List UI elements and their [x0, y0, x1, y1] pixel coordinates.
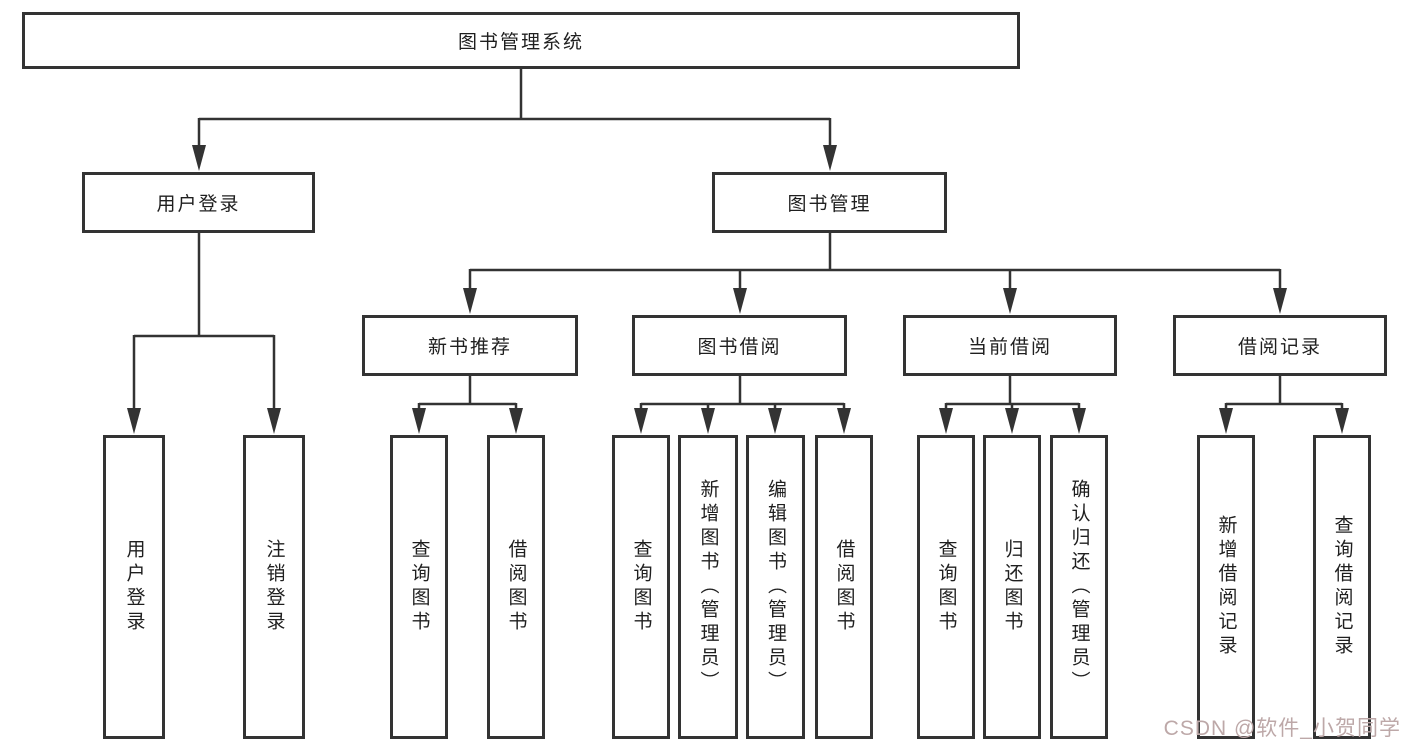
leaf-add-books-admin: 新增图书（管理员） — [678, 435, 738, 739]
node-borrowing-records: 借阅记录 — [1173, 315, 1387, 376]
leaf-logout: 注销登录 — [243, 435, 305, 739]
leaf-query-books-3: 查询图书 — [917, 435, 975, 739]
node-new-book-recommendation: 新书推荐 — [362, 315, 578, 376]
node-root-system: 图书管理系统 — [22, 12, 1020, 69]
leaf-borrow-books-2: 借阅图书 — [815, 435, 873, 739]
leaf-borrow-books: 借阅图书 — [487, 435, 545, 739]
leaf-edit-books-admin: 编辑图书（管理员） — [746, 435, 805, 739]
node-book-borrowing: 图书借阅 — [632, 315, 847, 376]
leaf-add-borrow-record: 新增借阅记录 — [1197, 435, 1255, 739]
leaf-query-books-2: 查询图书 — [612, 435, 670, 739]
leaf-query-borrow-record: 查询借阅记录 — [1313, 435, 1371, 739]
leaf-user-login: 用户登录 — [103, 435, 165, 739]
node-user-login: 用户登录 — [82, 172, 315, 233]
leaf-confirm-return-admin: 确认归还（管理员） — [1050, 435, 1108, 739]
csdn-watermark: CSDN @软件_小贺同学 — [1163, 717, 1401, 740]
node-current-borrowing: 当前借阅 — [903, 315, 1117, 376]
node-book-management: 图书管理 — [712, 172, 947, 233]
leaf-query-books: 查询图书 — [390, 435, 448, 739]
leaf-return-books: 归还图书 — [983, 435, 1041, 739]
